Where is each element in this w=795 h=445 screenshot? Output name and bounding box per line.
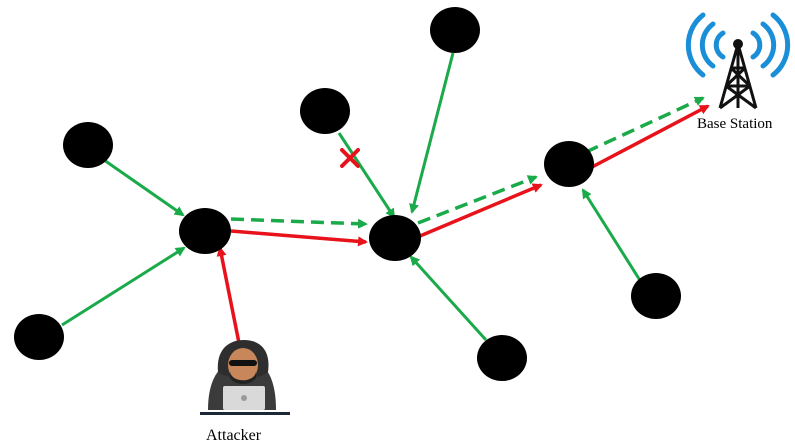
sensor-node-3 <box>179 208 231 254</box>
sensor-node-1 <box>63 122 113 168</box>
link-n4-n5 <box>337 132 396 219</box>
dashed-n8-bs <box>585 96 705 154</box>
legit-links <box>61 52 643 342</box>
link-n2-n3 <box>61 246 186 327</box>
dashed-n3-n5 <box>230 217 368 229</box>
sensor-node-9 <box>631 273 681 319</box>
attack-path <box>216 104 710 344</box>
link-n1-n3 <box>103 158 185 217</box>
attacker-label: Attacker <box>206 427 262 444</box>
hooded-hacker-icon <box>200 340 290 415</box>
sensor-node-8 <box>544 141 594 187</box>
attack-n5-n8 <box>419 183 543 238</box>
attack-n8-bs <box>591 104 710 169</box>
sensor-node-2 <box>14 314 64 360</box>
link-n6-n5 <box>409 52 455 214</box>
link-n9-n8 <box>581 188 643 283</box>
radio-tower-icon <box>685 12 791 110</box>
link-n7-n5 <box>409 255 488 342</box>
sensor-nodes <box>14 7 681 381</box>
attack-attacker-n3 <box>216 246 241 344</box>
sensor-node-5 <box>369 215 421 261</box>
dashed-n5-n8 <box>417 175 538 225</box>
red-x-icon <box>340 148 360 168</box>
sensor-node-7 <box>477 335 527 381</box>
attack-n3-n5 <box>230 229 368 247</box>
sensor-node-6 <box>430 7 480 53</box>
base-station-label: Base Station <box>697 116 773 132</box>
sensor-node-4 <box>300 88 350 134</box>
dashed-legit-path <box>230 96 705 229</box>
